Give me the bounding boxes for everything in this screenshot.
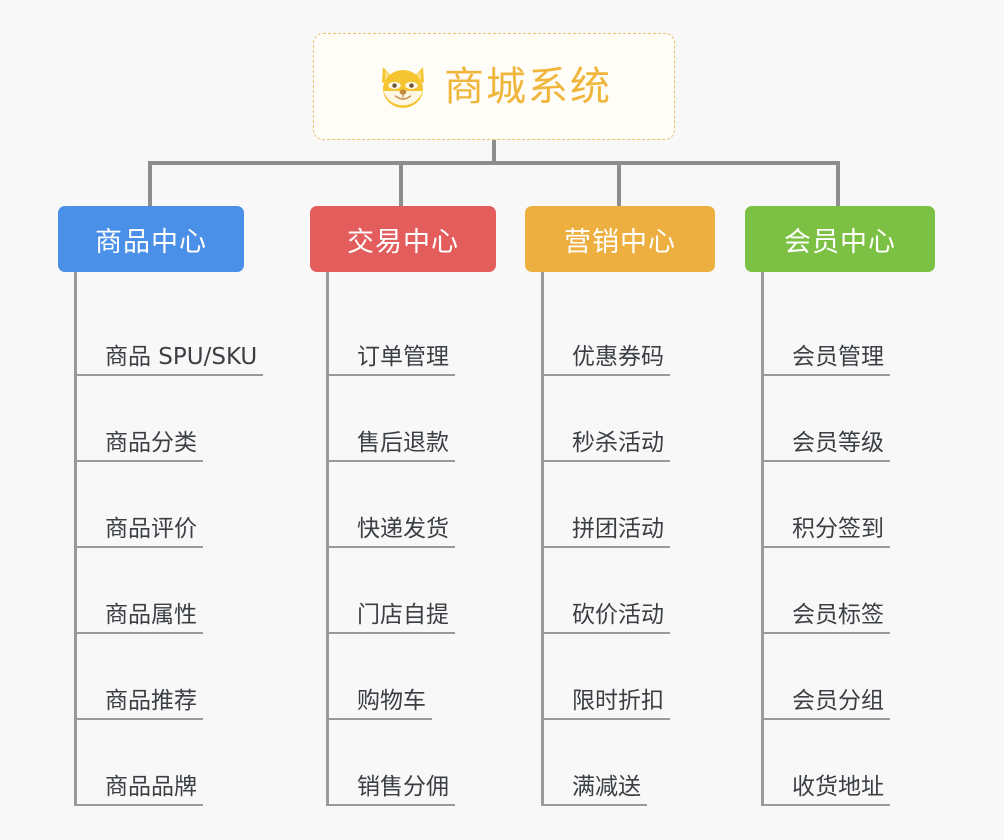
leaf-label: 销售分佣	[357, 773, 449, 800]
branch-member-center: 会员中心 会员管理 会员等级 积分签到 会员标签 会员分组	[745, 206, 935, 806]
leaf-label: 优惠券码	[572, 343, 664, 370]
branch-marketing-center: 营销中心 优惠券码 秒杀活动 拼团活动 砍价活动 限时折扣	[525, 206, 715, 806]
leaf-label: 售后退款	[357, 429, 449, 456]
category-label: 交易中心	[347, 226, 459, 258]
branch-trade-center: 交易中心 订单管理 售后退款 快递发货 门店自提 购物车	[310, 206, 496, 806]
leaf-list-member-center: 会员管理 会员等级 积分签到 会员标签 会员分组 收货地址	[761, 272, 935, 806]
leaf-label: 商品属性	[105, 601, 197, 628]
root-node[interactable]: 商城系统	[313, 33, 675, 140]
leaf-label: 会员等级	[792, 429, 884, 456]
leaf-list-product-center: 商品 SPU/SKU 商品分类 商品评价 商品属性 商品推荐 商品品牌	[74, 272, 263, 806]
list-item[interactable]: 商品品牌	[77, 720, 257, 806]
list-item[interactable]: 优惠券码	[544, 290, 715, 376]
list-item[interactable]: 商品分类	[77, 376, 257, 462]
category-header-member-center[interactable]: 会员中心	[745, 206, 935, 272]
leaf-underline	[764, 718, 890, 720]
leaf-label: 砍价活动	[572, 601, 664, 628]
leaf-underline	[329, 804, 455, 806]
leaf-underline	[764, 632, 890, 634]
leaf-label: 订单管理	[357, 343, 449, 370]
leaf-label: 拼团活动	[572, 515, 664, 542]
list-item[interactable]: 购物车	[329, 634, 496, 720]
list-item[interactable]: 秒杀活动	[544, 376, 715, 462]
connector-drop-marketing-center	[617, 161, 621, 209]
list-item[interactable]: 销售分佣	[329, 720, 496, 806]
leaf-underline	[77, 718, 203, 720]
leaf-label: 满减送	[572, 773, 641, 800]
list-item[interactable]: 会员标签	[764, 548, 935, 634]
leaf-label: 限时折扣	[572, 687, 664, 714]
leaf-label: 商品 SPU/SKU	[105, 343, 258, 370]
leaf-underline	[764, 460, 890, 462]
leaf-label: 收货地址	[792, 773, 884, 800]
leaf-label: 快递发货	[357, 515, 449, 542]
leaf-label: 商品品牌	[105, 773, 197, 800]
leaf-underline	[764, 546, 890, 548]
shiba-dog-face-icon	[376, 63, 430, 111]
leaf-label: 会员标签	[792, 601, 884, 628]
connector-drop-trade-center	[399, 161, 403, 209]
leaf-underline	[329, 374, 455, 376]
list-item[interactable]: 售后退款	[329, 376, 496, 462]
leaf-label: 积分签到	[792, 515, 884, 542]
leaf-underline	[329, 632, 455, 634]
leaf-underline	[329, 718, 432, 720]
leaf-underline	[764, 374, 890, 376]
list-item[interactable]: 限时折扣	[544, 634, 715, 720]
list-item[interactable]: 砍价活动	[544, 548, 715, 634]
connector-root-stem	[492, 140, 496, 164]
leaf-label: 会员分组	[792, 687, 884, 714]
leaf-underline	[77, 546, 203, 548]
category-label: 商品中心	[95, 226, 207, 258]
list-item[interactable]: 商品 SPU/SKU	[77, 290, 263, 376]
list-item[interactable]: 门店自提	[329, 548, 496, 634]
list-item[interactable]: 会员分组	[764, 634, 935, 720]
leaf-underline	[544, 718, 670, 720]
leaf-label: 会员管理	[792, 343, 884, 370]
leaf-underline	[544, 804, 647, 806]
leaf-label: 商品评价	[105, 515, 197, 542]
list-item[interactable]: 商品推荐	[77, 634, 257, 720]
list-item[interactable]: 拼团活动	[544, 462, 715, 548]
list-item[interactable]: 商品属性	[77, 548, 257, 634]
leaf-underline	[77, 632, 203, 634]
leaf-underline	[77, 460, 203, 462]
category-label: 会员中心	[784, 226, 896, 258]
list-item[interactable]: 积分签到	[764, 462, 935, 548]
category-label: 营销中心	[564, 226, 676, 258]
list-item[interactable]: 满减送	[544, 720, 715, 806]
list-item[interactable]: 商品评价	[77, 462, 257, 548]
list-item[interactable]: 会员管理	[764, 290, 935, 376]
connector-horizontal-bus	[148, 161, 840, 165]
leaf-label: 门店自提	[357, 601, 449, 628]
leaf-list-marketing-center: 优惠券码 秒杀活动 拼团活动 砍价活动 限时折扣 满减送	[541, 272, 715, 806]
category-header-product-center[interactable]: 商品中心	[58, 206, 244, 272]
connector-drop-product-center	[148, 161, 152, 209]
leaf-underline	[544, 546, 670, 548]
leaf-list-trade-center: 订单管理 售后退款 快递发货 门店自提 购物车 销售分佣	[326, 272, 496, 806]
leaf-underline	[77, 374, 263, 376]
connector-drop-member-center	[836, 161, 840, 209]
leaf-label: 秒杀活动	[572, 429, 664, 456]
leaf-label: 商品推荐	[105, 687, 197, 714]
root-title: 商城系统	[444, 63, 612, 110]
leaf-label: 商品分类	[105, 429, 197, 456]
leaf-underline	[544, 374, 670, 376]
list-item[interactable]: 收货地址	[764, 720, 935, 806]
branch-product-center: 商品中心 商品 SPU/SKU 商品分类 商品评价 商品属性 商品推荐	[58, 206, 263, 806]
leaf-underline	[329, 546, 455, 548]
category-header-marketing-center[interactable]: 营销中心	[525, 206, 715, 272]
leaf-underline	[764, 804, 890, 806]
list-item[interactable]: 订单管理	[329, 290, 496, 376]
leaf-label: 购物车	[357, 687, 426, 714]
list-item[interactable]: 会员等级	[764, 376, 935, 462]
leaf-underline	[329, 460, 455, 462]
leaf-underline	[544, 460, 670, 462]
category-header-trade-center[interactable]: 交易中心	[310, 206, 496, 272]
list-item[interactable]: 快递发货	[329, 462, 496, 548]
leaf-underline	[544, 632, 670, 634]
leaf-underline	[77, 804, 203, 806]
